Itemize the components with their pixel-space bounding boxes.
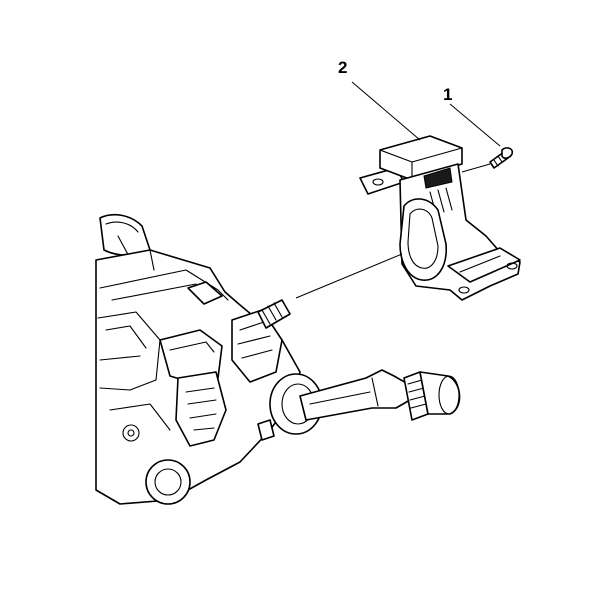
leader-lines <box>351 81 501 147</box>
steering-column-assembly <box>95 213 323 505</box>
callout-1: 1 <box>443 85 452 104</box>
callout-2: 2 <box>338 58 347 77</box>
alignment-lines <box>295 163 491 299</box>
ignition-switch-bracket <box>359 135 521 301</box>
turn-signal-stalk <box>299 369 461 421</box>
bracket-screw <box>489 147 514 169</box>
